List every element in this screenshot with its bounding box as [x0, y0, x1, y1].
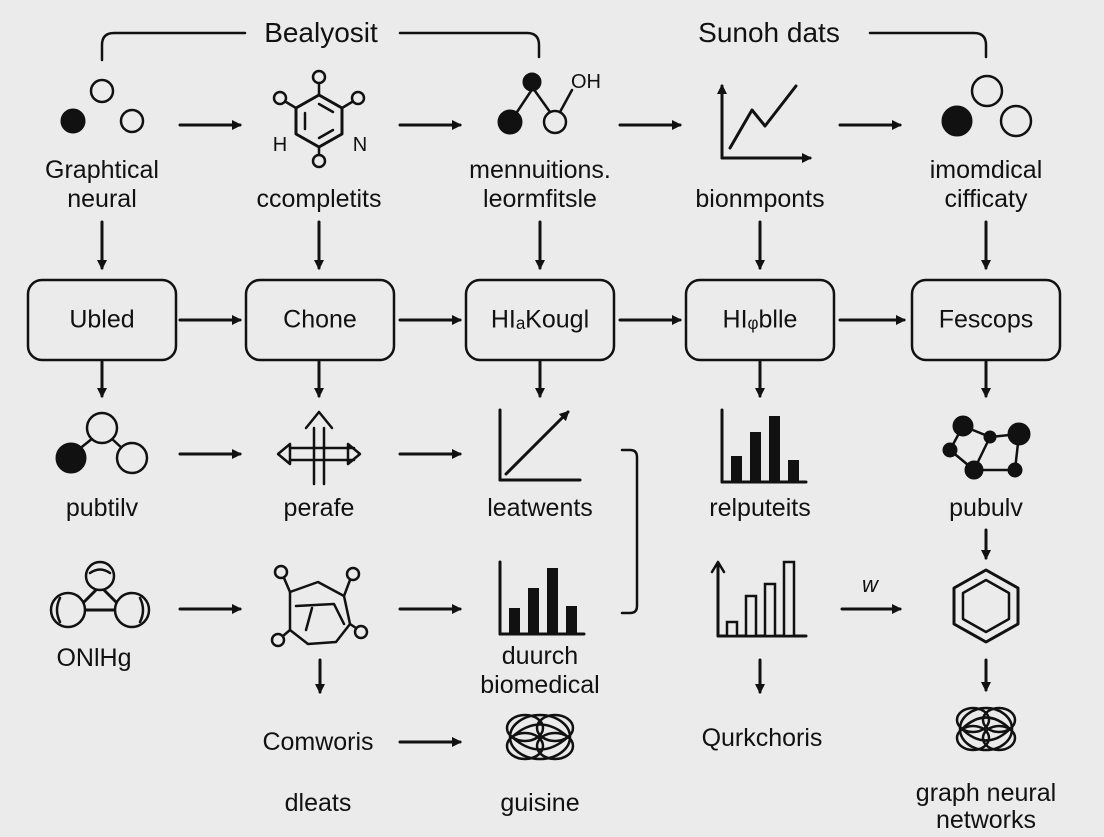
process-box-2-label: Chone: [283, 306, 357, 334]
bar-chart-icon: [498, 560, 586, 636]
header-right-label: Sunoh dats: [698, 17, 840, 48]
molecule-icon: [270, 564, 369, 648]
row1-col4-label: bionmponts: [695, 185, 824, 213]
atom-oh-label: OH: [571, 71, 601, 93]
bracket-icon: [620, 448, 639, 615]
row3-col4-label: relputeits: [709, 494, 810, 522]
row1-col5-label-line1: imomdical: [930, 156, 1043, 184]
molecule-icon: [941, 74, 1033, 138]
row5-col4-label: Qurkchoris: [702, 724, 823, 752]
header-bracket-left: [100, 31, 541, 62]
benzene-ring-icon: [272, 69, 366, 169]
hexagon-icon: [952, 568, 1020, 644]
molecule-icon: [49, 560, 151, 629]
row3-col5-label: pubulv: [949, 494, 1023, 522]
row4-col1-label: ONlHg: [56, 644, 131, 672]
row5-col2-label-a: Comworis: [262, 728, 373, 756]
row3-col3-label: leatwents: [487, 494, 593, 522]
process-box-4: [684, 278, 836, 362]
row4-col3-label-line2: biomedical: [480, 671, 600, 699]
atom-n-label: N: [353, 134, 367, 156]
row1-col1-label-line2: neural: [67, 185, 137, 213]
crossroad-arrows-icon: [276, 410, 362, 486]
row5-col3-label: guisine: [500, 789, 579, 817]
row3-col1-label: pubtilv: [66, 494, 139, 522]
process-box-1: [26, 278, 178, 362]
bar-chart-icon: [720, 408, 808, 484]
molecule-icon: [55, 411, 149, 475]
header-left-label: Bealyosit: [264, 17, 378, 48]
row1-col1-label-line1: Graphtical: [45, 156, 159, 184]
row4-col3-label-line1: duurch: [502, 642, 578, 670]
neural-knot-icon: [505, 713, 575, 761]
row4-arrow-label: w: [862, 572, 880, 597]
header-bracket-right: [868, 31, 988, 59]
process-box-3: [464, 278, 616, 362]
row1-col3-label-line2: leormfitsle: [483, 185, 597, 213]
process-box-3-label: HIₐKougl: [491, 306, 589, 334]
row5-col2-label-b: dleats: [285, 789, 352, 817]
network-graph-icon: [942, 415, 1031, 480]
process-box-5: [910, 278, 1062, 362]
line-chart-icon: [717, 84, 812, 163]
process-box-4-label: HIᵩblle: [723, 306, 798, 334]
process-box-5-label: Fescops: [939, 306, 1033, 334]
row3-col2-label: perafe: [284, 494, 355, 522]
row5-col5-label-line2: networks: [936, 806, 1036, 832]
row1-col3-label-line1: mennuitions.: [469, 156, 611, 184]
process-box-2: [244, 278, 396, 362]
bar-chart-icon: [710, 560, 808, 638]
process-box-1-label: Ubled: [69, 306, 134, 334]
row5-col5-label-line1: graph neural: [916, 779, 1056, 807]
molecule-icon: [497, 72, 574, 135]
neural-knot-icon: [955, 706, 1017, 752]
atom-h-label: H: [273, 134, 287, 156]
row1-col2-label: ccompletits: [256, 185, 381, 213]
line-chart-icon: [498, 408, 582, 482]
row1-col5-label-line2: cifficaty: [945, 185, 1028, 213]
molecule-icon: [60, 78, 145, 134]
